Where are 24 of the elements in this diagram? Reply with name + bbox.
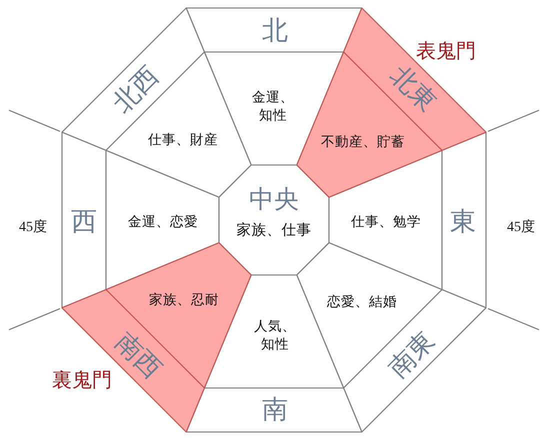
fortune-text: 仕事、勉学 (351, 214, 421, 230)
fortune-text: 人気、知性 (253, 317, 297, 353)
fortune-text: 恋愛、結婚 (327, 294, 397, 310)
center-text: 家族、仕事 (236, 222, 312, 240)
fortune-text: 金運、恋愛 (128, 214, 198, 230)
angle-label: 45度 (507, 220, 535, 236)
fortune-sector (295, 241, 443, 389)
fortune-text: 家族、忍耐 (149, 292, 219, 308)
fortune-text: 不動産、貯蓄 (321, 134, 405, 150)
fortune-text: 仕事、財産 (148, 132, 218, 148)
gate-label: 裏鬼門 (52, 370, 112, 392)
direction-label: 北西 (107, 61, 165, 119)
center-octagon (218, 164, 330, 276)
direction-label: 北 (262, 16, 288, 46)
direction-band (60, 6, 206, 152)
direction-label: 南西 (110, 327, 167, 384)
direction-label: 南東 (383, 326, 441, 384)
center-title: 中央 (249, 186, 299, 216)
direction-band (342, 288, 487, 433)
direction-label: 東 (450, 207, 476, 237)
fortune-text: 金運、知性 (251, 88, 295, 124)
direction-label: 西 (71, 207, 97, 237)
angle-label: 45度 (19, 220, 47, 236)
direction-label: 南 (262, 395, 288, 425)
